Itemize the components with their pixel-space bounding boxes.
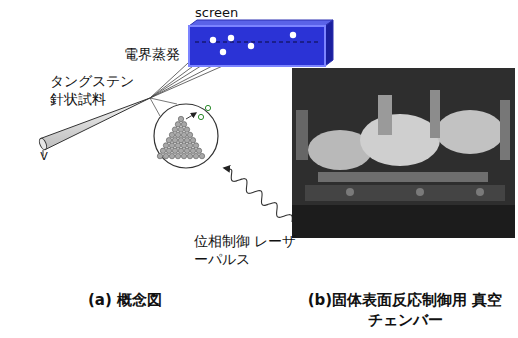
atom (193, 143, 198, 148)
ion-spot (290, 32, 296, 38)
screen-label: screen (185, 5, 238, 20)
atom (187, 132, 192, 137)
sample-label: タングステン 針状試料 (50, 72, 142, 108)
atom (193, 153, 198, 158)
screen-face (189, 26, 325, 66)
figure-caption: (a) 概念図 (70, 290, 180, 310)
atom (187, 143, 192, 148)
atom (169, 132, 174, 137)
atom (190, 138, 195, 143)
atom (178, 138, 183, 143)
ion-spot (228, 35, 234, 41)
process-label: 電界蒸発 (124, 45, 194, 63)
ion-spot (210, 37, 216, 43)
atom (181, 153, 186, 158)
atom (178, 148, 183, 153)
screen-side (325, 20, 333, 66)
callout-line (150, 98, 160, 116)
atom (163, 143, 168, 148)
ion-spot (220, 49, 226, 55)
needle-base (38, 137, 48, 150)
atom (175, 122, 180, 127)
magnifier-circle (154, 104, 218, 168)
atom (169, 153, 174, 158)
figure-caption: (b)固体表面反応制御用 真空チェンバー (305, 290, 505, 330)
atom (190, 148, 195, 153)
atom (181, 122, 186, 127)
atom (175, 153, 180, 158)
atom (181, 132, 186, 137)
laser-label: 位相制御 レーザーパルス (194, 232, 304, 268)
atom (196, 148, 201, 153)
atom (175, 132, 180, 137)
atom (172, 148, 177, 153)
atom (175, 143, 180, 148)
screen-panel: screen (185, 2, 335, 68)
atom (169, 143, 174, 148)
atom (166, 148, 171, 153)
callout-line (150, 98, 177, 104)
voltage-symbol: V (38, 150, 50, 164)
atom (157, 153, 162, 158)
evaporation-arrow (186, 113, 196, 119)
atom (184, 148, 189, 153)
atom-cluster (157, 116, 204, 159)
atom (160, 148, 165, 153)
evaporated-atom (205, 105, 210, 110)
atom (187, 153, 192, 158)
chamber-photo (292, 68, 515, 238)
evaporated-atom (198, 114, 203, 119)
ion-spot (248, 43, 254, 49)
atom (178, 116, 183, 121)
atom (163, 153, 168, 158)
laser-pulse-wave (224, 168, 292, 222)
atom (178, 127, 183, 132)
atom (184, 138, 189, 143)
atom (181, 143, 186, 148)
atom (172, 127, 177, 132)
atom (199, 153, 204, 158)
atom (166, 138, 171, 143)
atom (172, 138, 177, 143)
atom (184, 127, 189, 132)
